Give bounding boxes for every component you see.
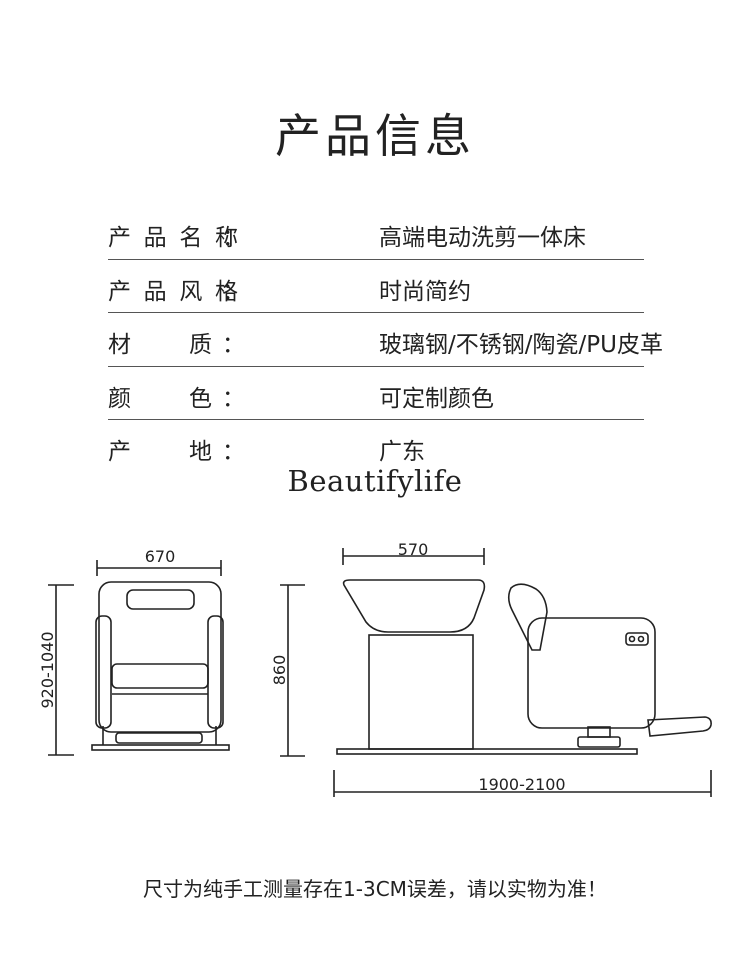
key-char: 产 bbox=[108, 278, 131, 305]
divider bbox=[108, 312, 644, 313]
colon: ： bbox=[222, 385, 245, 412]
basin-cabinet bbox=[368, 634, 474, 750]
key-char: 风 bbox=[179, 278, 203, 305]
key-char: 质 bbox=[189, 332, 212, 358]
side-floor-plate bbox=[336, 748, 638, 755]
control-button-left bbox=[628, 635, 636, 643]
spec-key: 产 品 风 格 bbox=[108, 272, 238, 306]
key-char: 名 bbox=[179, 225, 203, 251]
total-length-label: 1900-2100 bbox=[478, 775, 565, 794]
spec-value: 广东 bbox=[379, 439, 425, 465]
spec-value: 可定制颜色 bbox=[379, 385, 494, 412]
colon: ： bbox=[222, 278, 245, 305]
spec-row-name: 产 品 名 称 ： 高端电动洗剪一体床 bbox=[108, 206, 644, 260]
spec-value: 时尚简约 bbox=[379, 278, 471, 305]
divider bbox=[108, 365, 644, 367]
key-char: 称 bbox=[214, 225, 238, 251]
spec-key: 产 地 bbox=[108, 432, 212, 466]
spec-key: 产 品 名 称 bbox=[108, 218, 238, 252]
chair-base bbox=[577, 736, 621, 748]
front-seat-cushion bbox=[111, 663, 209, 689]
front-headrest bbox=[126, 589, 195, 610]
control-panel bbox=[625, 632, 649, 646]
spec-row-style: 产 品 风 格 ： 时尚简约 bbox=[108, 260, 644, 313]
divider bbox=[108, 258, 644, 260]
chair-dimension-drawing: 670 920-1040 570 860 1900-2100 bbox=[38, 540, 712, 797]
spec-key: 材 质 bbox=[108, 325, 212, 359]
key-char: 产 bbox=[108, 225, 131, 251]
divider bbox=[108, 419, 644, 420]
front-base-pedestal bbox=[115, 732, 203, 744]
front-width-label: 670 bbox=[145, 547, 176, 566]
key-char: 色 bbox=[189, 385, 212, 412]
control-button-right bbox=[637, 635, 645, 643]
spec-key: 颜 色 bbox=[108, 379, 212, 413]
key-char: 产 bbox=[108, 439, 131, 465]
side-chair-body bbox=[527, 617, 656, 729]
bowl-width-label: 570 bbox=[398, 540, 429, 559]
colon: ： bbox=[222, 332, 245, 358]
spec-row-color: 颜 色 ： 可定制颜色 bbox=[108, 367, 644, 420]
wash-basin bbox=[342, 579, 486, 633]
key-char: 颜 bbox=[108, 385, 131, 412]
page-title: 产品信息 bbox=[275, 109, 475, 163]
front-view-chair bbox=[48, 560, 230, 756]
colon: ： bbox=[222, 439, 245, 465]
spec-row-material: 材 质 ： 玻璃钢/不锈钢/陶瓷/PU皮革 bbox=[108, 313, 663, 367]
key-char: 地 bbox=[189, 439, 212, 465]
front-backrest bbox=[98, 581, 222, 733]
colon: ： bbox=[222, 225, 245, 251]
spec-row-origin: 产 地 ： 广东 bbox=[108, 420, 644, 474]
front-floor-plate bbox=[91, 744, 230, 751]
key-char: 品 bbox=[143, 225, 167, 251]
measurement-note: 尺寸为纯手工测量存在1-3CM误差，请以实物为准！ bbox=[143, 877, 607, 901]
spec-value: 高端电动洗剪一体床 bbox=[379, 225, 586, 251]
side-backrest bbox=[507, 583, 548, 651]
key-char: 格 bbox=[214, 278, 238, 305]
side-view-unit bbox=[280, 548, 712, 797]
footrest bbox=[647, 716, 712, 737]
spec-table: 产 品 名 称 ： 高端电动洗剪一体床 产 品 风 格 ： 时尚简约 材 质 ：… bbox=[108, 206, 663, 474]
front-height-label: 920-1040 bbox=[38, 631, 57, 708]
spec-value: 玻璃钢/不锈钢/陶瓷/PU皮革 bbox=[379, 332, 663, 358]
key-char: 材 bbox=[108, 332, 131, 358]
key-char: 品 bbox=[143, 278, 167, 305]
brand-name: Beautifylife bbox=[287, 464, 463, 498]
side-height-label: 860 bbox=[270, 655, 289, 686]
